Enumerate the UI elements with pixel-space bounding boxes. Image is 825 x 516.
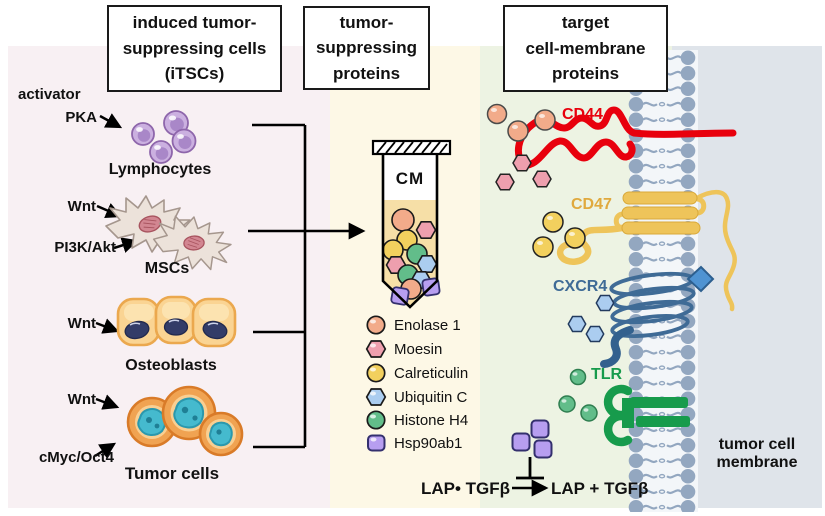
calreticulin-molecules	[532, 211, 586, 258]
cm-label: CM	[395, 169, 425, 188]
legend-moesin: Moesin	[394, 341, 443, 358]
histone-h4-icon	[366, 410, 386, 430]
legend-histone-h4: Histone H4	[394, 412, 469, 429]
wnt-label-osteoblast: Wnt	[67, 315, 96, 332]
legend-hsp90ab1: Hsp90ab1	[394, 435, 463, 452]
cd47-illustration	[556, 189, 737, 312]
header-target-cell-membrane-proteins: target cell-membrane proteins	[503, 5, 668, 92]
cm-tube-illustration	[371, 139, 452, 309]
lymphocytes-label: Lymphocytes	[108, 161, 212, 178]
legend-icons	[365, 315, 387, 452]
wnt-arrow-osteoblast	[95, 318, 120, 334]
header-itscs: induced tumor- suppressing cells (iTSCs)	[107, 5, 282, 92]
wnt-arrow-tumor	[95, 394, 120, 410]
bracket-connector	[248, 123, 366, 449]
legend-calreticulin: Calreticulin	[394, 365, 469, 382]
hsp90ab1-molecules	[511, 419, 553, 459]
calreticulin-icon	[366, 363, 386, 383]
legend-enolase1: Enolase 1	[394, 317, 461, 334]
moesin-molecules	[495, 154, 552, 191]
wnt-label-tumor: Wnt	[67, 391, 96, 408]
cd47-label: CD47	[571, 196, 612, 213]
mscs-illustration	[105, 195, 232, 271]
tlr-label: TLR	[591, 366, 623, 383]
cd44-label: CD44	[562, 106, 603, 123]
tlr-illustration	[603, 384, 690, 447]
activator-arrows	[94, 113, 139, 459]
ubiquitin-c-icon	[365, 388, 387, 406]
inhibition-symbol	[516, 457, 544, 480]
cmyc-oct4-label: cMyc/Oct4	[38, 449, 114, 466]
ubiquitin-c-molecules	[567, 294, 615, 343]
osteoblasts-label: Osteoblasts	[125, 357, 217, 374]
mscs-label: MSCs	[144, 260, 190, 277]
tumor-cells-label: Tumor cells	[124, 464, 220, 483]
pka-label: PKA	[65, 109, 97, 126]
legend-ubiquitin-c: Ubiquitin C	[394, 389, 468, 406]
enolase1-molecules	[486, 103, 556, 142]
activator-label: activator	[18, 86, 81, 103]
lap-tgfb-substrate-label: LAP• TGFβ	[420, 479, 510, 498]
tumor-cells-illustration	[126, 385, 244, 457]
osteoblasts-illustration	[116, 295, 237, 348]
hsp90ab1-icon	[367, 434, 386, 452]
lap-tgfb-product-label: LAP + TGFβ	[551, 479, 649, 498]
wnt-label-msc: Wnt	[67, 198, 96, 215]
cxcr4-diamond	[686, 265, 715, 293]
enolase1-icon	[366, 315, 386, 335]
pka-arrow	[99, 113, 123, 129]
lymphocytes-illustration	[131, 110, 197, 164]
pi3k-akt-label: PI3K/Akt	[54, 239, 116, 256]
cxcr4-label: CXCR4	[553, 278, 608, 295]
released-protein-molecules	[486, 103, 615, 459]
tumor-cell-membrane-label: tumor cell membrane	[716, 436, 798, 472]
cmyc-oct4-arrow	[94, 442, 117, 459]
header-tumor-suppressing-proteins: tumor- suppressing proteins	[303, 6, 430, 90]
moesin-icon	[365, 340, 387, 358]
